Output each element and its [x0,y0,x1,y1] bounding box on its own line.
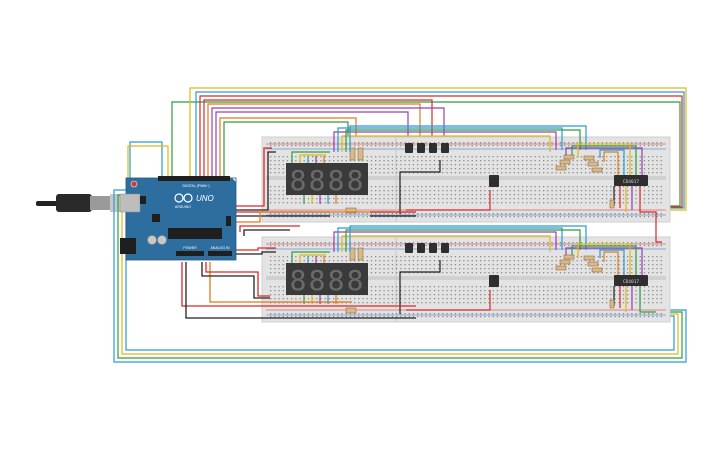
arduino-uno-board[interactable]: DIGITAL (PWM~) UNO ARDUINO POWER ANALOG … [119,176,237,261]
circuit-bottom: 8 8 8 8 [286,225,656,314]
counter-chip-bottom: CD4017 [614,275,648,286]
display-digit: 8 [290,264,307,297]
display-digit: 8 [290,164,307,197]
power-wires [181,147,416,319]
chip-label: CD4017 [623,179,640,185]
atmega-chip [168,228,222,239]
board-sub-label: ARDUINO [175,205,191,209]
display-digit: 8 [309,164,326,197]
circuit-top: 8 8 8 8 [286,125,662,243]
counter-chip-top: CD4017 [614,175,648,186]
display-digit: 8 [347,264,364,297]
usb-cable [36,194,130,212]
digital-header[interactable] [158,176,230,181]
display-digit: 8 [309,264,326,297]
display-digit: 8 [328,264,345,297]
display-digit: 8 [347,164,364,197]
seven-segment-display-bottom: 8 8 8 8 [286,263,368,297]
seven-segment-display-top: 8 8 8 8 [286,163,368,197]
power-header-label: POWER [183,246,197,250]
digital-header-label: DIGITAL (PWM~) [182,184,209,188]
power-header[interactable] [176,251,204,256]
board-brand-label: UNO [196,194,214,203]
analog-header-label: ANALOG IN [210,246,230,250]
display-digit: 8 [328,164,345,197]
arduino-logo: UNO ARDUINO [174,193,214,209]
analog-header[interactable] [208,251,232,256]
chip-label: CD4017 [623,279,640,285]
